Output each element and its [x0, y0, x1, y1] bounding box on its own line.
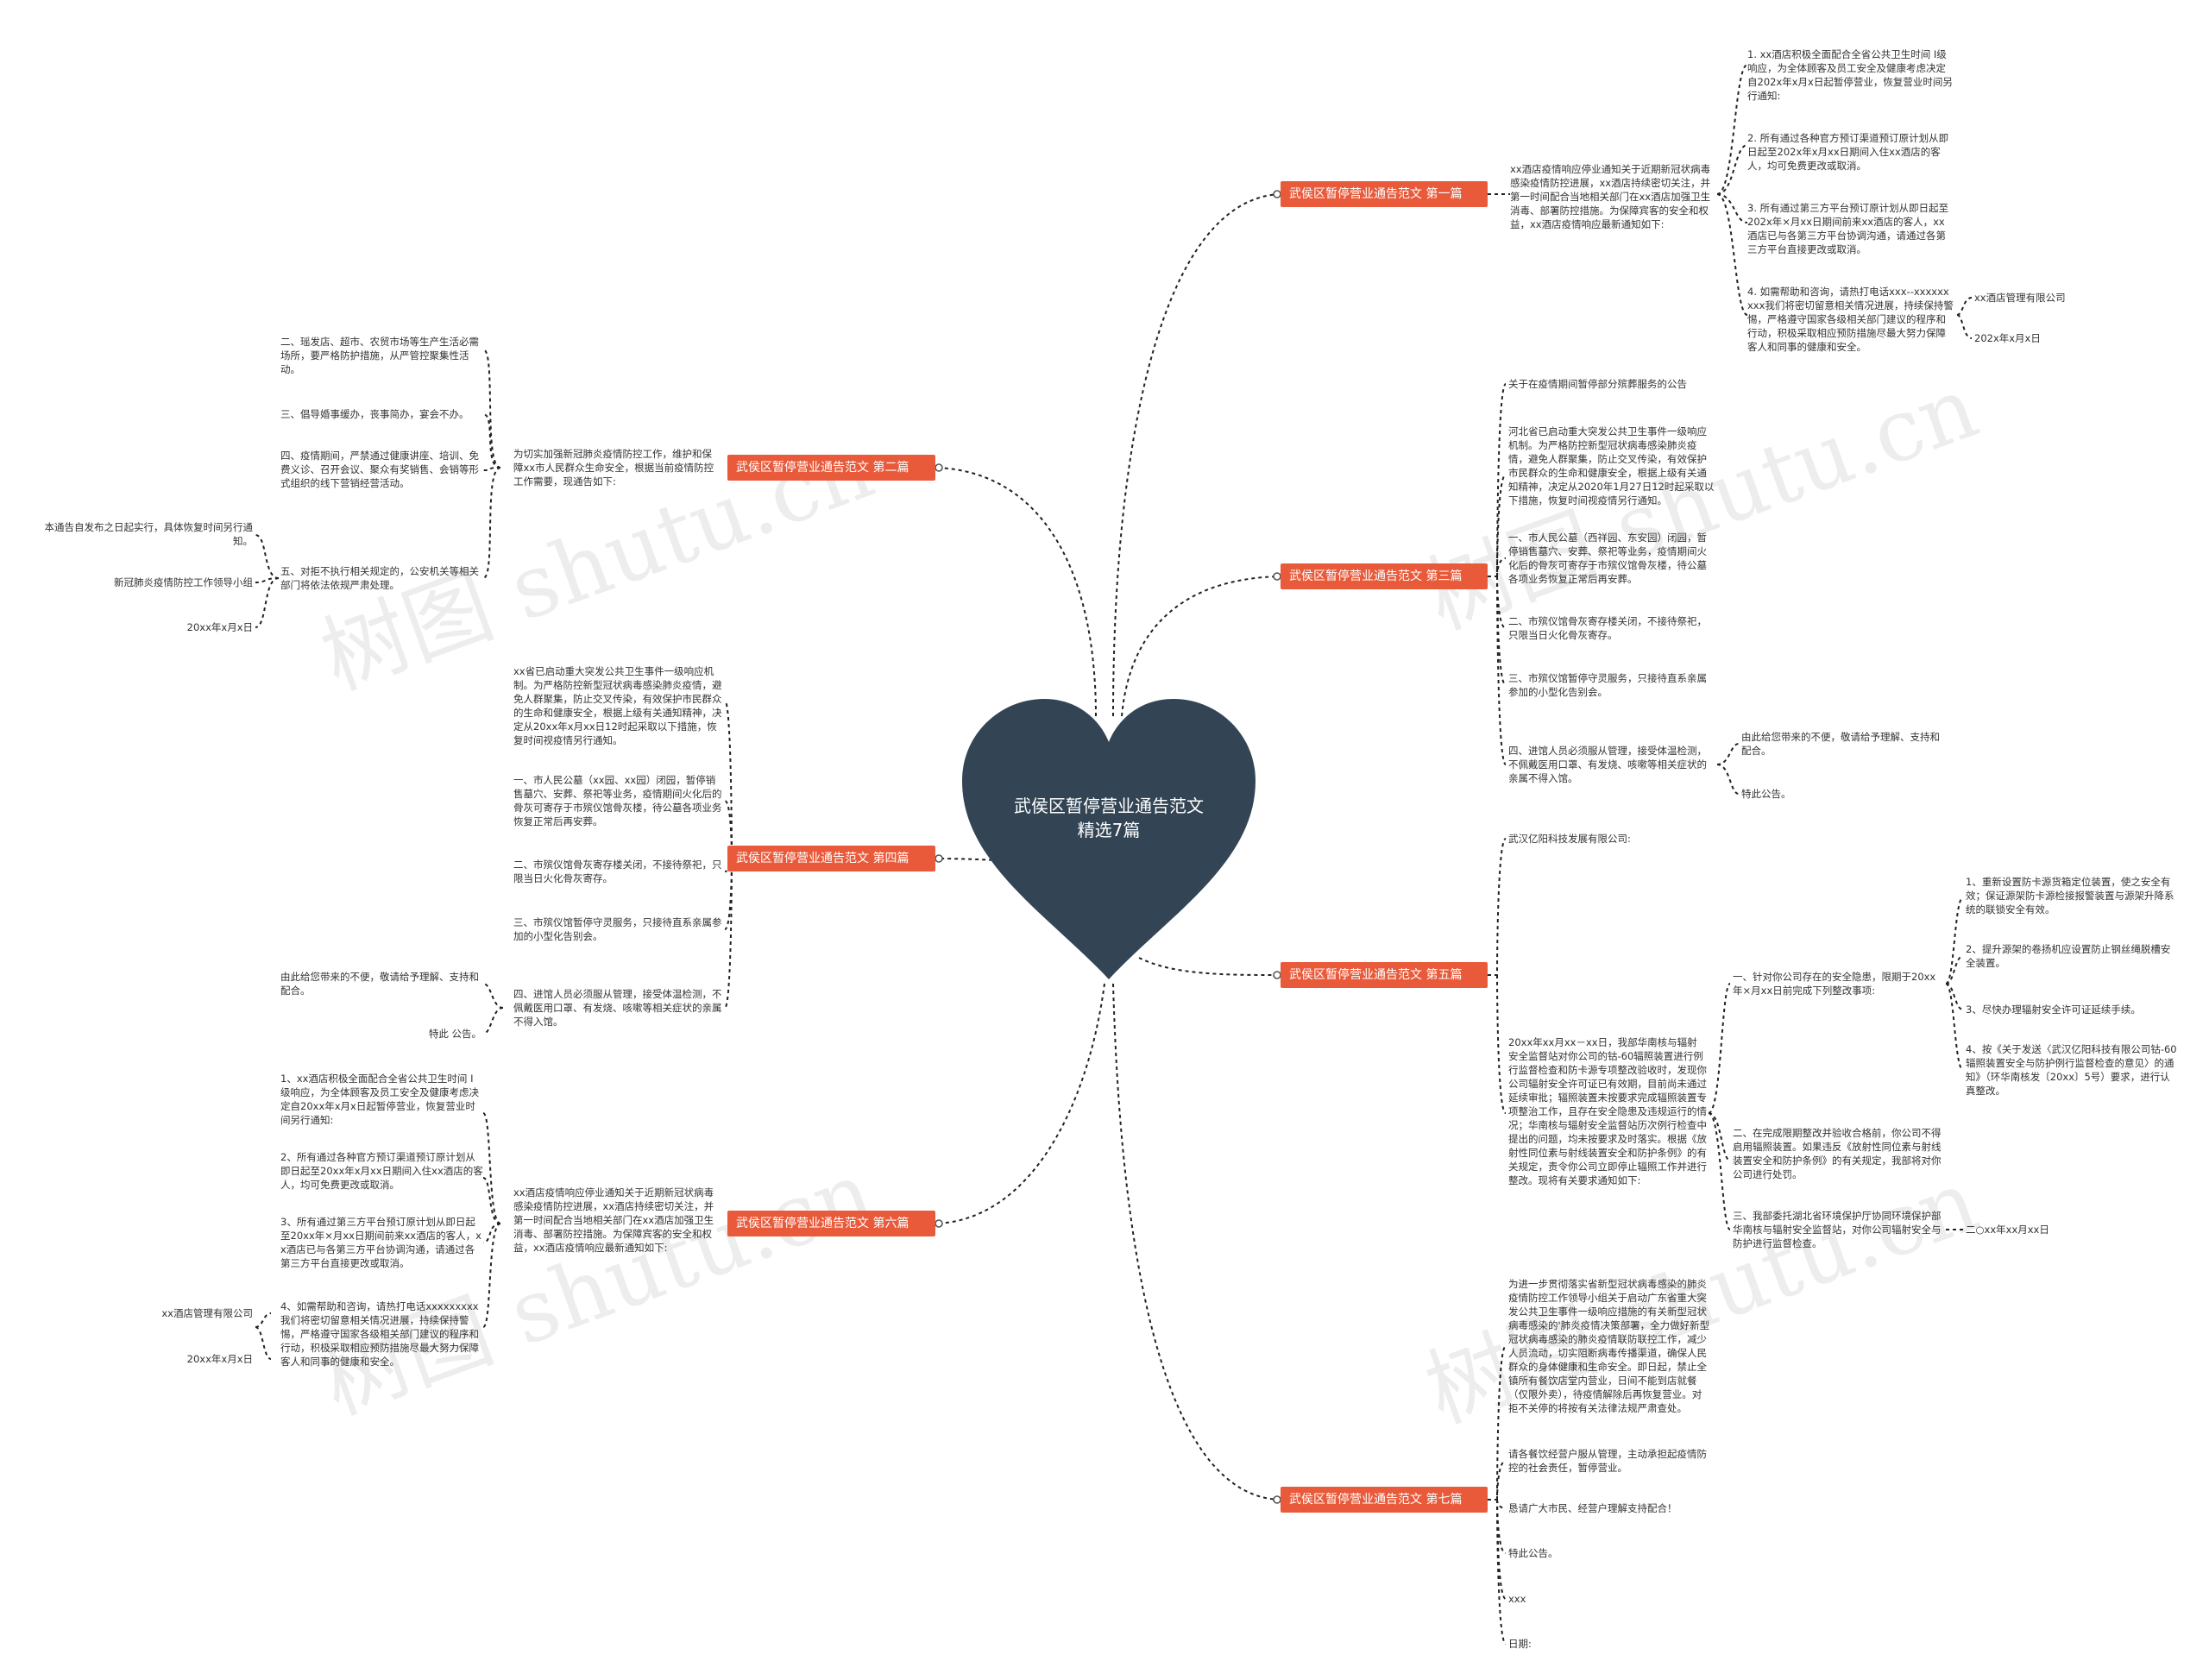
topic-3[interactable]: 武侯区暂停营业通告范文 第三篇	[1281, 563, 1488, 589]
t4-intro: xx省已启动重大突发公共卫生事件一级响应机制。为严格防控新型冠状病毒感染肺炎疫情…	[513, 665, 722, 746]
t7-item-1: 请各餐饮经营户服从管理，主动承担起疫情防控的社会责任，暂停营业。	[1508, 1448, 1707, 1474]
t1-item-3: 3. 所有通过第三方平台预订原计划从即日起至202x年×月xx日期间前来xx酒店…	[1747, 202, 1949, 255]
t4-end-2: 特此 公告。	[428, 1028, 481, 1040]
t5-req-3: 三、我部委托湖北省环境保护厅协同环境保护部华南核与辐射安全监督站，对你公司辐射安…	[1733, 1210, 1942, 1249]
t5-req-1-2: 2、提升源架的卷扬机应设置防止钢丝绳脱槽安全装置。	[1966, 943, 2171, 969]
t1-sign-date: 202x年x月x日	[1974, 332, 2041, 344]
central-title-line1: 武侯区暂停营业通告范文	[1014, 796, 1204, 816]
topic-1[interactable]: 武侯区暂停营业通告范文 第一篇	[1281, 181, 1488, 207]
t2-item-2: 二、瑶发店、超市、农贸市场等生产生活必需场所，要严格防护措施，从严管控聚集性活动…	[280, 336, 479, 375]
central-topic-title: 武侯区暂停营业通告范文 精选7篇	[1005, 794, 1212, 842]
t6-sign-company: xx酒店管理有限公司	[161, 1307, 253, 1319]
t7-item-2: 恳请广大市民、经营户理解支持配合！	[1508, 1502, 1677, 1514]
t2-item-3: 三、倡导婚事缓办，丧事简办，宴会不办。	[280, 408, 469, 420]
t3-end-1: 由此给您带来的不便，敬请给予理解、支持和配合。	[1741, 731, 1940, 757]
t3-title: 关于在疫情期间暂停部分殡葬服务的公告	[1508, 378, 1687, 390]
t3-item-2: 二、市殡仪馆骨灰寄存楼关闭，不接待祭祀，只限当日火化骨灰寄存。	[1508, 615, 1707, 641]
t7-item-3: 特此公告。	[1508, 1547, 1558, 1559]
t3-item-1: 一、市人民公墓（西祥园、东安园）闭园，暂停销售墓穴、安葬、祭祀等业务，疫情期间火…	[1508, 532, 1707, 585]
t3-item-3: 三、市殡仪馆暂停守灵服务，只接待直系亲属参加的小型化告别会。	[1508, 672, 1707, 698]
t1-sign-company: xx酒店管理有限公司	[1974, 292, 2066, 304]
t6-sign-date: 20xx年x月x日	[186, 1353, 253, 1365]
t6-item-2: 2、所有通过各种官方预订渠道预订原计划从即日起至20xx年x月xx日期间入住xx…	[280, 1151, 483, 1191]
t4-item-1: 一、市人民公墓（xx园、xx园）闭园，暂停销售墓穴、安葬、祭祀等业务，疫情期间火…	[513, 774, 722, 827]
t2-note: 本通告自发布之日起实行，具体恢复时间另行通知。	[44, 521, 254, 547]
t5-title: 武汉亿阳科技发展有限公司:	[1508, 833, 1631, 845]
t1-intro: xx酒店疫情响应停业通知关于近期新冠状病毒感染疫情防控进展，xx酒店持续密切关注…	[1510, 163, 1711, 230]
t5-req-1-1: 1、重新设置防卡源货箱定位装置，使之安全有效；保证源架防卡源检接报警装置与源架升…	[1966, 876, 2174, 916]
t1-item-1: 1. xx酒店积极全面配合全省公共卫生时间 I级响应，为全体顾客及员工安全及健康…	[1747, 48, 1953, 102]
central-topic[interactable]: 武侯区暂停营业通告范文 精选7篇	[953, 699, 1264, 984]
t2-intro: 为切实加强新冠肺炎疫情防控工作，维护和保障xx市人民群众生命安全，根据当前疫情防…	[513, 448, 714, 488]
t5-req-1-4: 4、按《关于发送〈武汉亿阳科技有限公司钴-60辐照装置安全与防护例行监督检查的意…	[1966, 1043, 2177, 1097]
t3-intro: 河北省已启动重大突发公共卫生事件一级响应机制。为严格防控新型冠状病毒感染肺炎疫情…	[1508, 425, 1715, 507]
t6-item-3: 3、所有通过第三方平台预订原计划从即日起至20xx年×月xx日期间前来xx酒店的…	[280, 1216, 481, 1269]
t6-item-4: 4、如需帮助和咨询，请热打电话xxxxxxxxx我们将密切留意相关情况进展，持续…	[280, 1300, 479, 1368]
topic-4[interactable]: 武侯区暂停营业通告范文 第四篇	[727, 846, 935, 871]
t4-item-4: 四、进馆人员必须服从管理，接受体温检测，不佩戴医用口罩、有发烧、咳嗽等相关症状的…	[513, 988, 722, 1028]
t4-end-1: 由此给您带来的不便，敬请给予理解、支持和配合。	[280, 971, 479, 997]
topic-5[interactable]: 武侯区暂停营业通告范文 第五篇	[1281, 962, 1488, 988]
t1-item-4: 4. 如需帮助和咨询，请热打电话xxx--xxxxxxxxx我们将密切留意相关情…	[1747, 286, 1954, 353]
t5-req-1: 一、针对你公司存在的安全隐患，限期于20xx年×月xx日前完成下列整改事项:	[1733, 971, 1936, 997]
central-title-line2: 精选7篇	[1077, 820, 1141, 840]
t3-item-4: 四、进馆人员必须服从管理，接受体温检测，不佩戴医用口罩、有发烧、咳嗽等相关症状的…	[1508, 745, 1707, 784]
t4-item-2: 二、市殡仪馆骨灰寄存楼关闭，不接待祭祀，只限当日火化骨灰寄存。	[513, 859, 722, 884]
t2-item-4: 四、疫情期间，严禁通过健康讲座、培训、免费义诊、召开会议、聚众有奖销售、会销等形…	[280, 450, 479, 489]
t7-item-5: 日期:	[1508, 1638, 1532, 1650]
t5-date: 二○xx年xx月xx日	[1966, 1224, 2049, 1236]
topic-6[interactable]: 武侯区暂停营业通告范文 第六篇	[727, 1211, 935, 1236]
t7-intro: 为进一步贯彻落实省新型冠状病毒感染的肺炎疫情防控工作领导小组关于启动广东省重大突…	[1508, 1278, 1710, 1414]
t5-req-2: 二、在完成限期整改并验收合格前，你公司不得启用辐照装置。如果违反《放射性同位素与…	[1733, 1127, 1942, 1180]
heart-shape	[962, 699, 1256, 979]
t1-item-2: 2. 所有通过各种官方预订渠道预订原计划从即日起至202x年x月xx日期间入住x…	[1747, 132, 1949, 172]
t5-req-1-3: 3、尽快办理辐射安全许可证延续手续。	[1966, 1004, 2141, 1016]
t6-item-1: 1、xx酒店积极全面配合全省公共卫生时间 I 级响应，为全体顾客及员工安全及健康…	[280, 1073, 479, 1126]
t4-item-3: 三、市殡仪馆暂停守灵服务，只接待直系亲属参加的小型化告别会。	[513, 916, 722, 942]
t3-end-2: 特此公告。	[1741, 788, 1791, 800]
t6-intro: xx酒店疫情响应停业通知关于近期新冠状病毒感染疫情防控进展，xx酒店持续密切关注…	[513, 1186, 714, 1254]
t5-intro: 20xx年xx月xx－xx日，我部华南核与辐射安全监督站对你公司的钴-60辐照装…	[1508, 1036, 1707, 1186]
t2-sign-org: 新冠肺炎疫情防控工作领导小组	[114, 576, 253, 588]
t2-sign-date: 20xx年x月x日	[186, 621, 253, 633]
t7-item-4: xxx	[1508, 1593, 1526, 1605]
t2-item-5: 五、对拒不执行相关规定的，公安机关等相关部门将依法依规严肃处理。	[280, 565, 479, 591]
topic-7[interactable]: 武侯区暂停营业通告范文 第七篇	[1281, 1487, 1488, 1513]
topic-2[interactable]: 武侯区暂停营业通告范文 第二篇	[727, 455, 935, 481]
